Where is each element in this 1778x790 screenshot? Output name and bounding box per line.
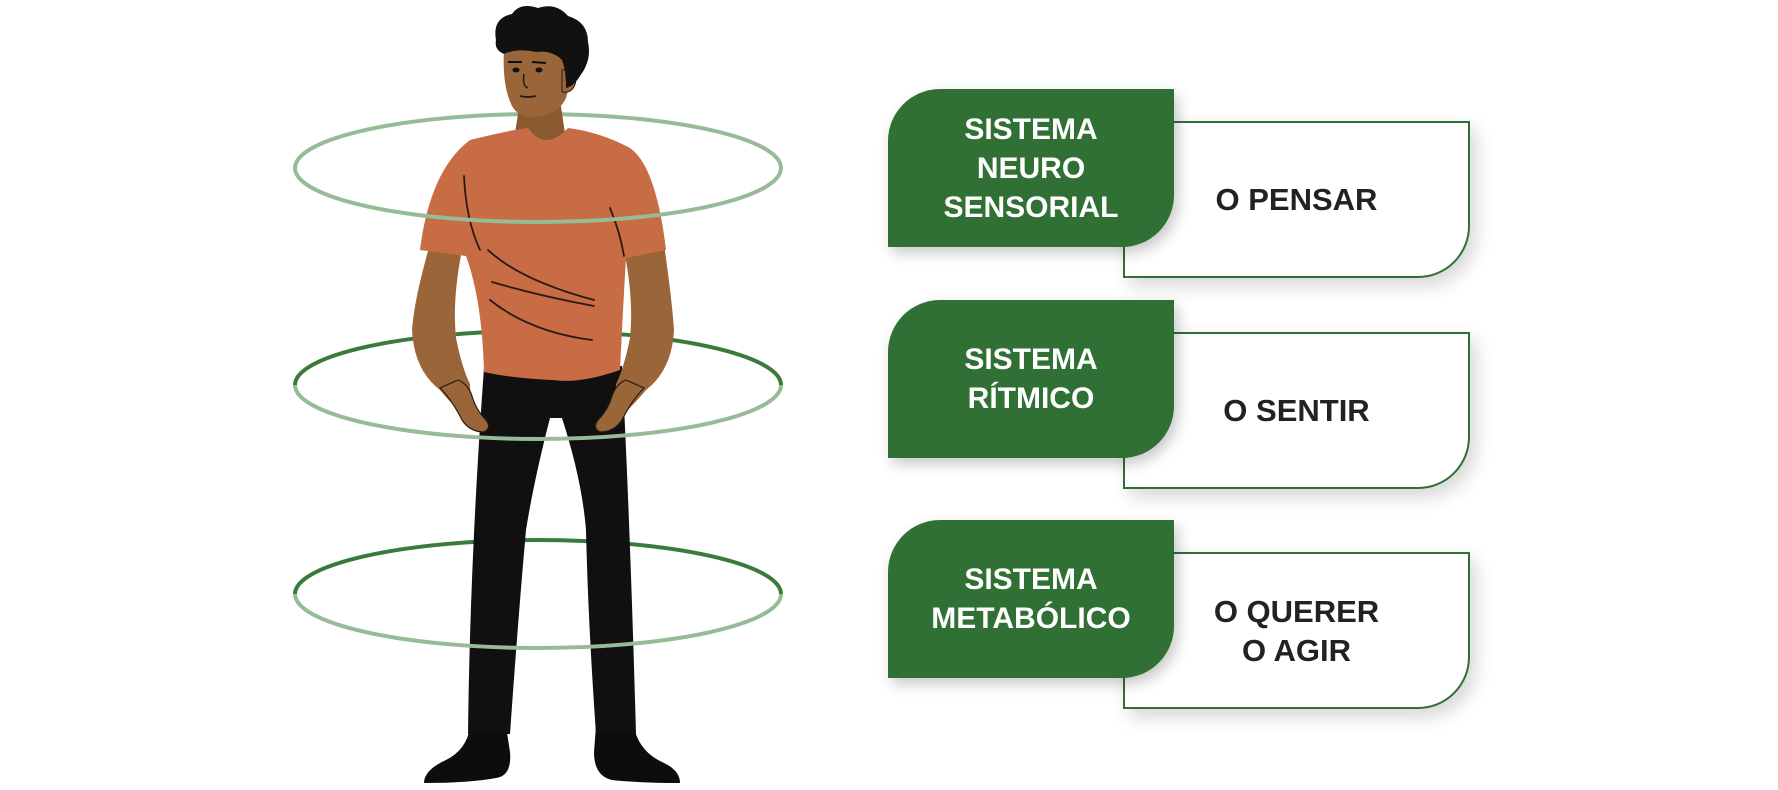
right-arm (603, 244, 674, 426)
function-line: O PENSAR (1215, 182, 1378, 217)
function-line: O QUERER (1213, 593, 1380, 629)
shirt (420, 128, 666, 381)
system-line: NEURO (976, 151, 1086, 185)
person (412, 6, 680, 783)
system-panel: SISTEMA RÍTMICO (888, 300, 1174, 458)
system-line: SISTEMA (964, 563, 1098, 596)
system-panel: SISTEMA METABÓLICO (888, 520, 1174, 678)
system-line: RÍTMICO (967, 382, 1095, 415)
human-figure-illustration (293, 6, 783, 783)
head-ring-front (293, 167, 783, 224)
chest-ring-front (293, 384, 783, 441)
left-shoe (424, 726, 511, 783)
legs-ring-back (293, 538, 783, 595)
system-card-neurosensorial: O PENSAR SISTEMA NEURO SENSORIAL (888, 89, 1472, 279)
rings-front (293, 167, 783, 650)
system-line: SISTEMA (964, 343, 1098, 376)
system-card-ritmico: O SENTIR SISTEMA RÍTMICO (888, 300, 1472, 490)
system-label: SISTEMA METABÓLICO (931, 560, 1130, 638)
function-line: O AGIR (1241, 632, 1352, 668)
system-label: SISTEMA NEURO SENSORIAL (943, 110, 1118, 227)
function-label: O SENTIR (1123, 332, 1470, 489)
right-shoe (594, 726, 680, 783)
left-arm (412, 244, 483, 426)
system-label: SISTEMA RÍTMICO (964, 340, 1097, 418)
shirt-fold-lines (463, 175, 625, 341)
legs-ring-front (293, 593, 783, 650)
function-label: O QUERER O AGIR (1123, 552, 1470, 709)
pants (468, 366, 636, 734)
function-panel (1123, 121, 1470, 278)
function-panel (1123, 552, 1470, 709)
system-line: SISTEMA (964, 112, 1098, 146)
hair (495, 6, 589, 88)
right-hand (594, 379, 646, 433)
facial-features (508, 61, 547, 98)
left-hand (438, 379, 490, 433)
system-panel: SISTEMA NEURO SENSORIAL (888, 89, 1174, 247)
function-label: O PENSAR (1123, 121, 1470, 278)
system-card-metabolico: O QUERER O AGIR SISTEMA METABÓLICO (888, 520, 1472, 710)
system-line: METABÓLICO (931, 602, 1131, 635)
system-line: SENSORIAL (943, 190, 1119, 224)
function-panel (1123, 332, 1470, 489)
function-line: O SENTIR (1223, 393, 1370, 428)
